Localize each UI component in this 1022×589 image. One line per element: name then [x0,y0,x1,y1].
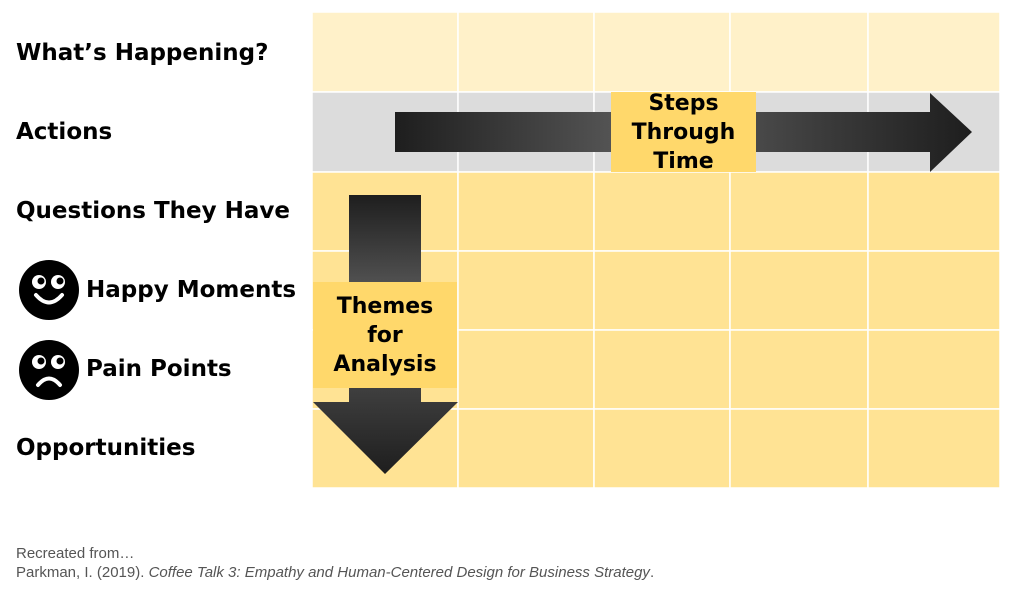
happy-face-icon [19,260,79,320]
grid-cell [593,408,731,489]
grid-cell [729,171,869,252]
grid-cell [457,171,595,252]
grid-cell [457,408,595,489]
themes-for-analysis-label: Themes for Analysis [313,282,457,388]
row-label-actions: Actions [16,119,113,145]
grid-cell [457,250,595,331]
row-label-questions: Questions They Have [16,198,290,224]
grid-cell [867,171,1001,252]
grid-cell [593,250,731,331]
row-label-pain-points: Pain Points [86,356,232,382]
grid-cell [311,11,459,93]
grid-cell [729,329,869,410]
sad-face-icon [19,340,79,400]
grid-cell [593,11,731,93]
steps-through-time-label: Steps Through Time [611,91,756,174]
grid-cell [593,329,731,410]
grid-cell [457,11,595,93]
row-label-happy-moments: Happy Moments [86,277,297,303]
row-label-opportunities: Opportunities [16,435,196,461]
grid-cell [729,250,869,331]
grid-cell [729,408,869,489]
grid-cell [867,250,1001,331]
grid-cell [867,11,1001,93]
row-label-whats-happening: What’s Happening? [16,40,269,66]
grid-cell [729,11,869,93]
grid-cell [593,171,731,252]
grid-cell [457,329,595,410]
caption-recreated-from: Recreated from… [16,545,135,562]
grid-cell [867,408,1001,489]
caption-citation: Parkman, I. (2019). Coffee Talk 3: Empat… [16,564,655,581]
grid-cell [867,329,1001,410]
